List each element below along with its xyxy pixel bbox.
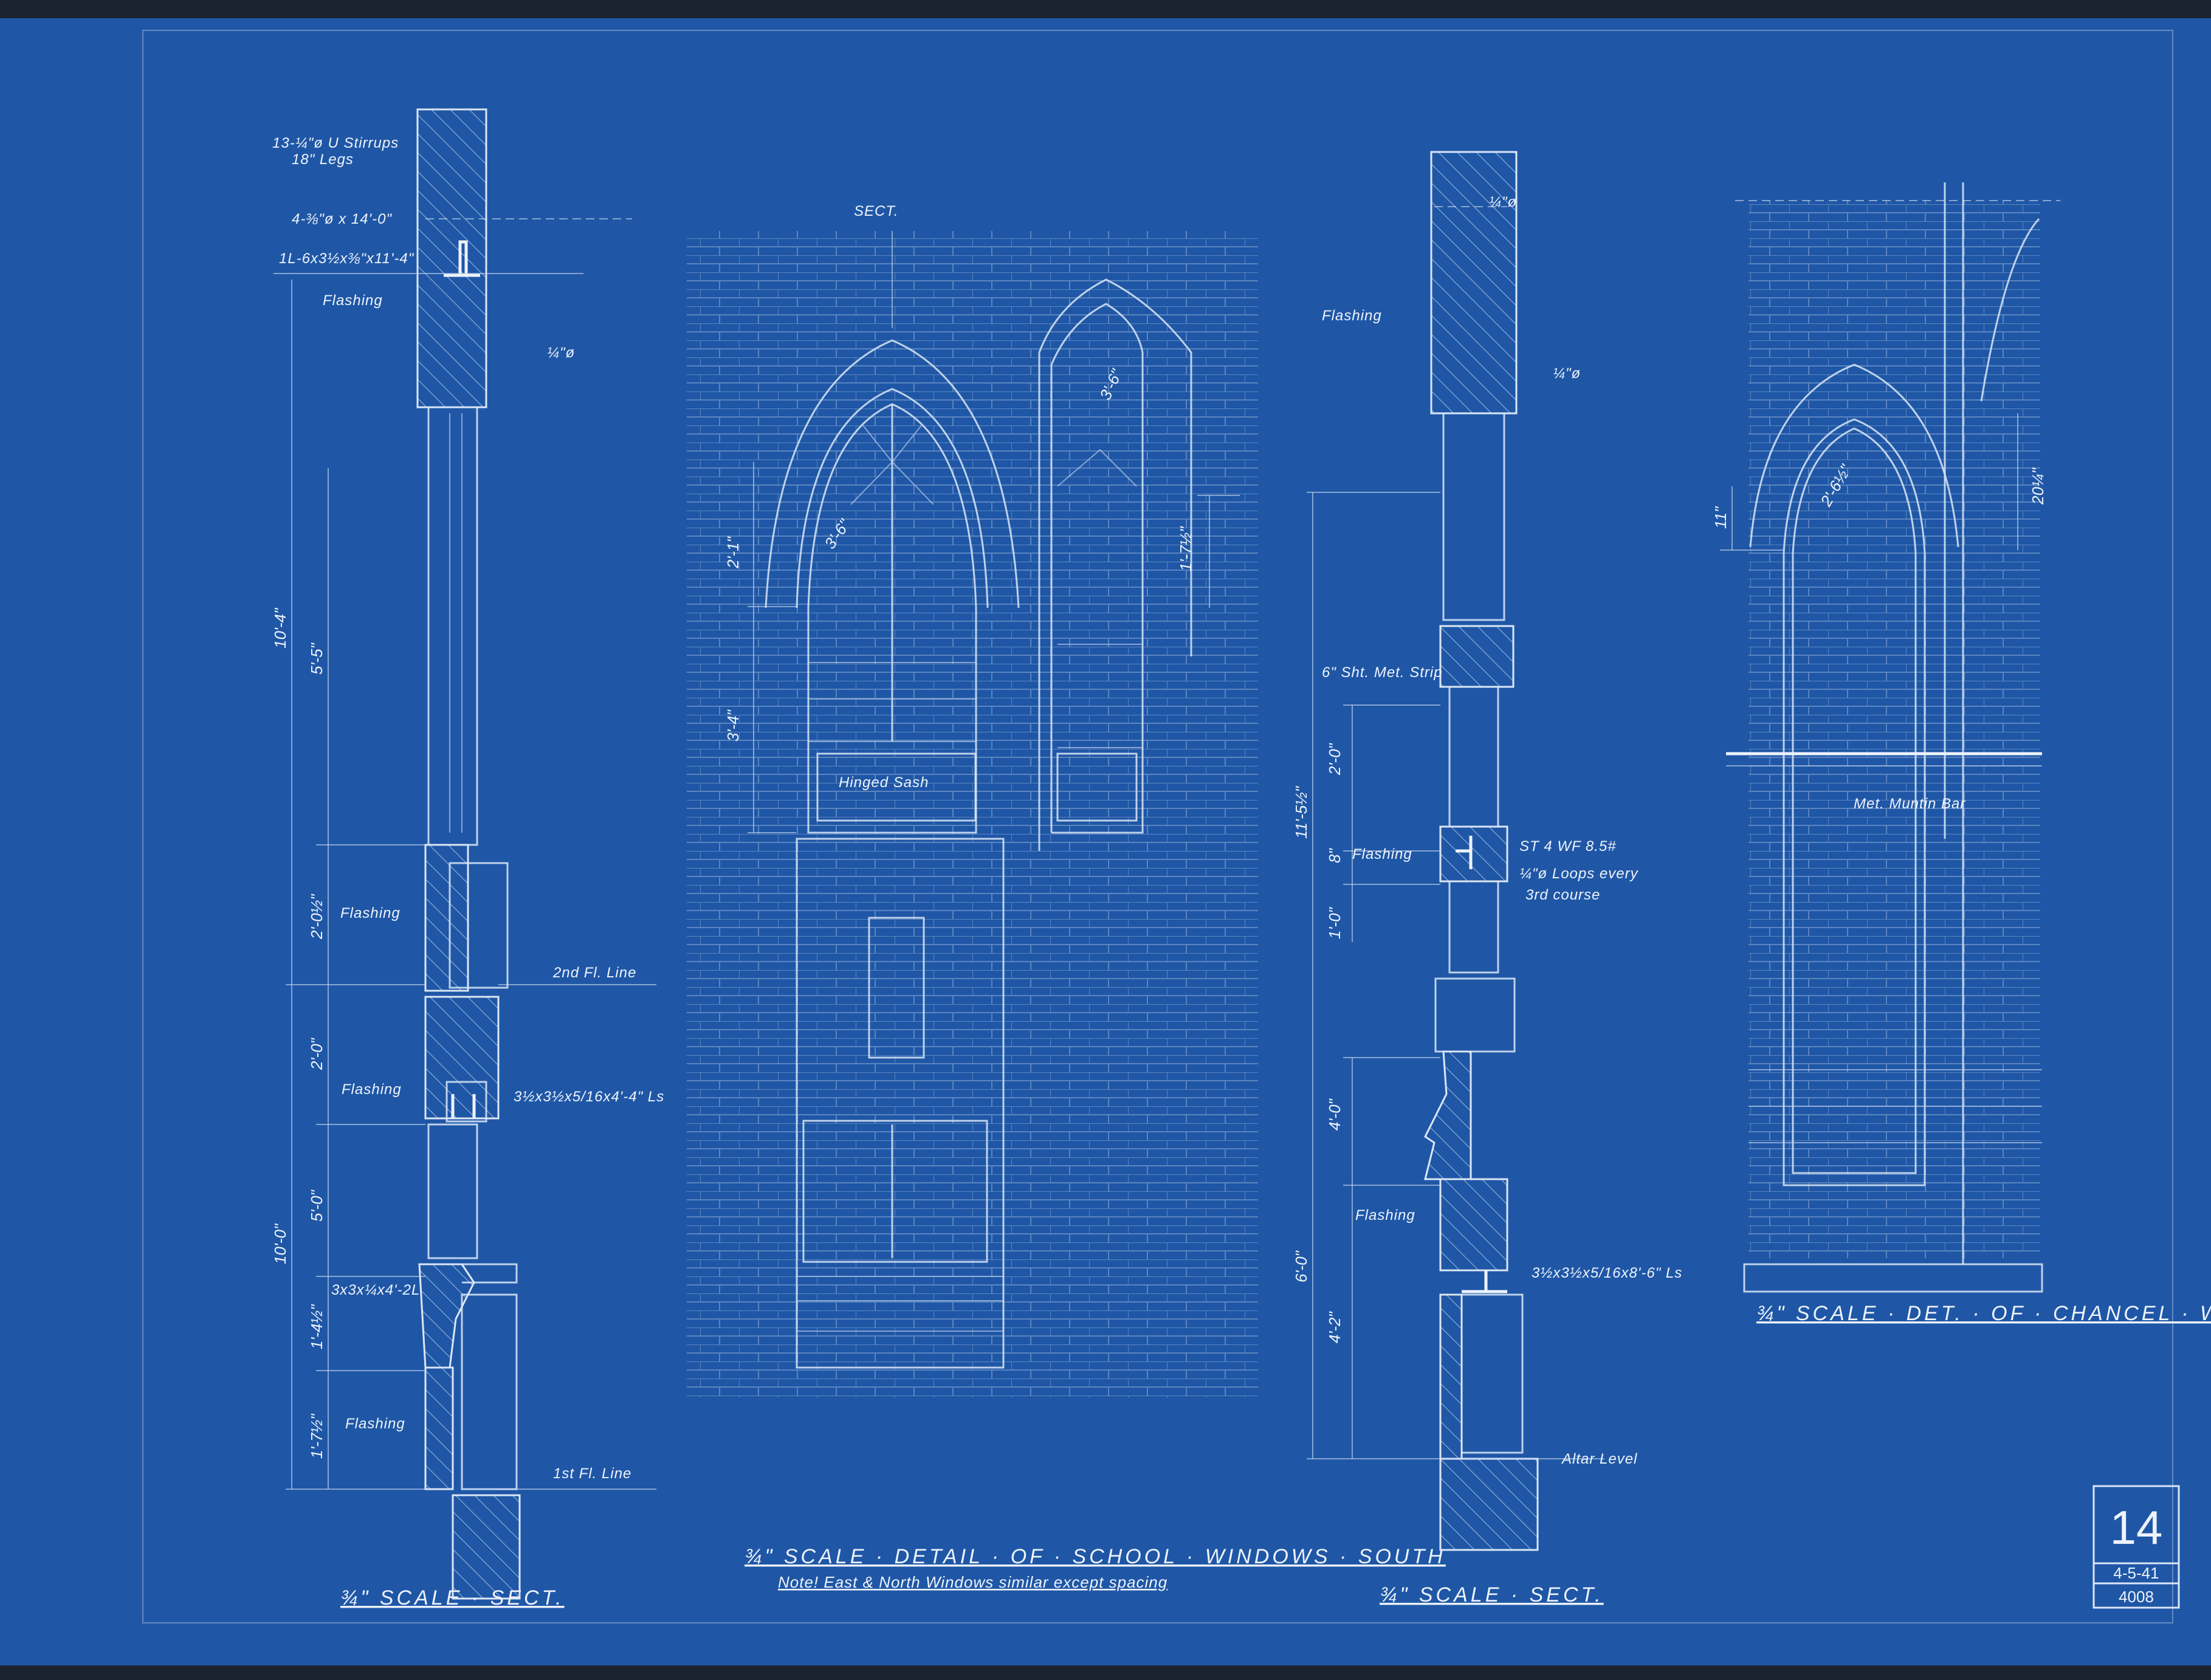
left-section-title: ¾" SCALE · SECT. [340,1586,565,1609]
dimension: 5'-5" [308,642,326,675]
label-altar-level: Altar Level [1561,1451,1637,1467]
dimension: 8" [1326,848,1344,863]
left-wall-section [273,108,656,1600]
left-section-labels: 13-¼"ø U Stirrups 18" Legs 4-⅜"ø x 14'-0… [271,135,664,1609]
label-flashing: Flashing [1322,308,1382,324]
right-section-labels: ¼"ø Flashing ¼"ø 6" Sht. Met. Strip Flas… [1292,194,1682,1606]
dimension: 20¼" [2029,467,2047,505]
dimension: 11" [1711,506,1730,529]
dimension: 5'-0" [308,1189,326,1222]
label-rod: ¼"ø [1553,365,1581,382]
label-angles: 3½x3½x5/16x8'-6" Ls [1532,1265,1682,1281]
right-wall-section [1307,151,1604,1551]
right-section-title: ¾" SCALE · SECT. [1380,1583,1604,1606]
label-course: 3rd course [1525,887,1600,903]
school-windows-title: ¾" SCALE · DETAIL · OF · SCHOOL · WINDOW… [744,1545,1446,1568]
chancel-windows-title: ¾" SCALE · DET. · OF · CHANCEL · WDWS. [1756,1302,2211,1325]
label-flashing: Flashing [340,905,401,921]
sheet-border [142,30,2173,1623]
school-windows-note: Note! East & North Windows similar excep… [778,1573,1167,1591]
dimension: 1'-7½" [308,1413,326,1459]
dimension: 2'-0½" [308,893,326,940]
chancel-windows-elevation [1720,182,2060,1293]
label-angles: 3½x3½x5/16x4'-4" Ls [514,1089,664,1105]
dimension: 4'-0" [1326,1098,1344,1131]
dimension: 11'-5½" [1292,785,1310,839]
label-lintel-angle: 1L-6x3½x⅜"x11'-4" [279,250,414,267]
label-hinged-sash: Hinged Sash [839,774,929,791]
title-block: 14 4-5-41 4008 [2092,1485,2180,1609]
dimension: 10'-0" [271,1223,289,1264]
label-muntin-bar: Met. Muntin Bar [1854,796,1965,812]
label-stirrups: 13-¼"ø U Stirrups [272,135,399,151]
label-rebar: 4-⅜"ø x 14'-0" [292,211,392,227]
school-windows-elevation [687,231,1258,1398]
label-2nd-floor-line: 2nd Fl. Line [552,965,636,981]
label-loops: ¼"ø Loops every [1519,866,1639,882]
label-rod: ¼"ø [547,345,575,361]
dimension: 2'-0" [1326,742,1344,776]
dimension: 10'-4" [271,607,289,649]
dimension: 3'-4" [724,709,742,742]
label-flashing: Flashing [342,1081,402,1098]
sheet-number: 14 [2110,1501,2163,1554]
dimension: 2'-1" [724,535,742,569]
label-metal-strip: 6" Sht. Met. Strip [1322,664,1443,681]
label-rod: ¼"ø [1489,194,1517,210]
job-number: 4008 [2119,1588,2154,1606]
label-flashing: Flashing [345,1416,405,1432]
label-flashing: Flashing [323,292,383,309]
section-mark: SECT. [854,203,898,219]
dimension: 1'-7½" [1177,526,1195,571]
dimension: 2'-0" [308,1037,326,1070]
label-1st-floor-line: 1st Fl. Line [553,1465,631,1482]
chancel-windows-labels: 2'-6½" 11" 20¼" Met. Muntin Bar ¾" SCALE… [1711,461,2211,1325]
label-steel-tee: ST 4 WF 8.5# [1519,838,1617,855]
dimension: 1'-4½" [308,1304,326,1349]
label-flashing: Flashing [1355,1207,1415,1224]
dimension: 4'-2" [1326,1310,1344,1343]
dimension: 1'-0" [1326,906,1344,939]
sheet-date: 4-5-41 [2113,1564,2159,1582]
label-sill-angle: 3x3x¼x4'-2L [331,1282,420,1298]
label-flashing: Flashing [1352,846,1412,862]
label-legs: 18" Legs [292,151,354,168]
dimension: 6'-0" [1292,1250,1310,1282]
